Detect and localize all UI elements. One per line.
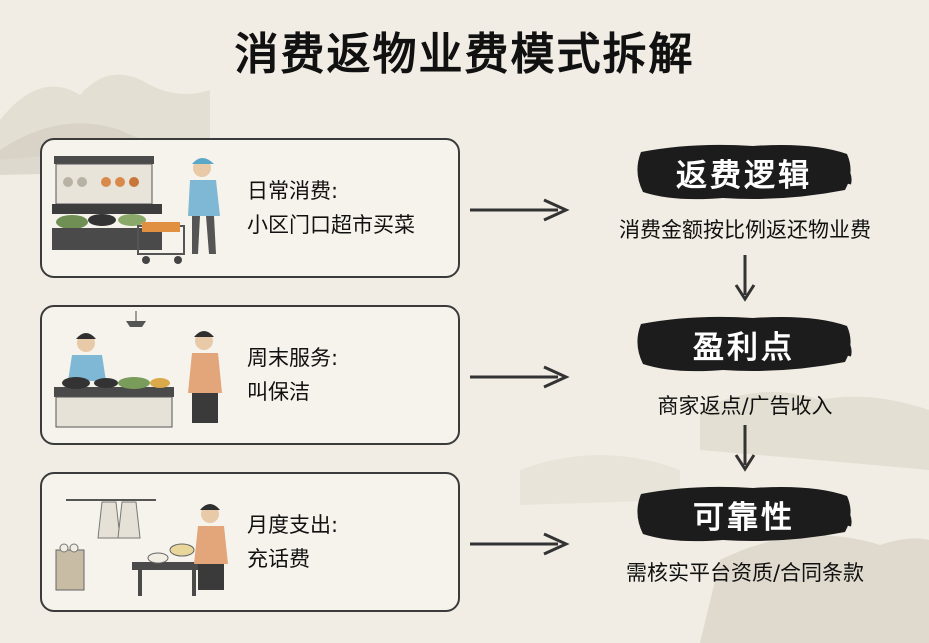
step-description: 需核实平台资质/合同条款 [625,561,865,585]
card-detail: 小区门口超市买菜 [247,213,415,237]
scenario-card-grocery: 日常消费: 小区门口超市买菜 [40,138,460,278]
brush-stroke-icon [637,144,852,200]
brush-stroke-icon [637,486,852,542]
card-label: 日常消费: [247,179,339,203]
card-detail: 充话费 [247,547,310,571]
card-label: 周末服务: [247,346,339,370]
arrow-down-icon [734,255,756,302]
step-description: 商家返点/广告收入 [657,394,833,418]
arrow-right-icon [470,198,570,222]
step-title: 返费逻辑 [676,157,812,194]
household-illustration [55,499,228,596]
step-description: 消费金额按比例返还物业费 [619,218,871,242]
scenario-card-cleaning: 周末服务: 叫保洁 [40,305,460,445]
page-title: 消费返物业费模式拆解 [234,29,695,80]
step-badge-profit-point: 盈利点 [633,310,855,378]
step-badge-reliability: 可靠性 [633,480,855,548]
card-detail: 叫保洁 [247,380,310,404]
scenario-card-phone-topup: 月度支出: 充话费 [40,472,460,612]
arrow-right-icon [470,532,570,556]
step-badge-rebate-logic: 返费逻辑 [633,138,855,206]
arrow-down-icon [734,425,756,472]
grocery-shopping-illustration [52,156,220,264]
arrow-right-icon [470,365,570,389]
market-stall-illustration [54,311,222,428]
brush-stroke-icon [637,316,852,372]
step-title: 可靠性 [693,499,795,536]
card-label: 月度支出: [247,513,339,537]
step-title: 盈利点 [693,329,795,366]
